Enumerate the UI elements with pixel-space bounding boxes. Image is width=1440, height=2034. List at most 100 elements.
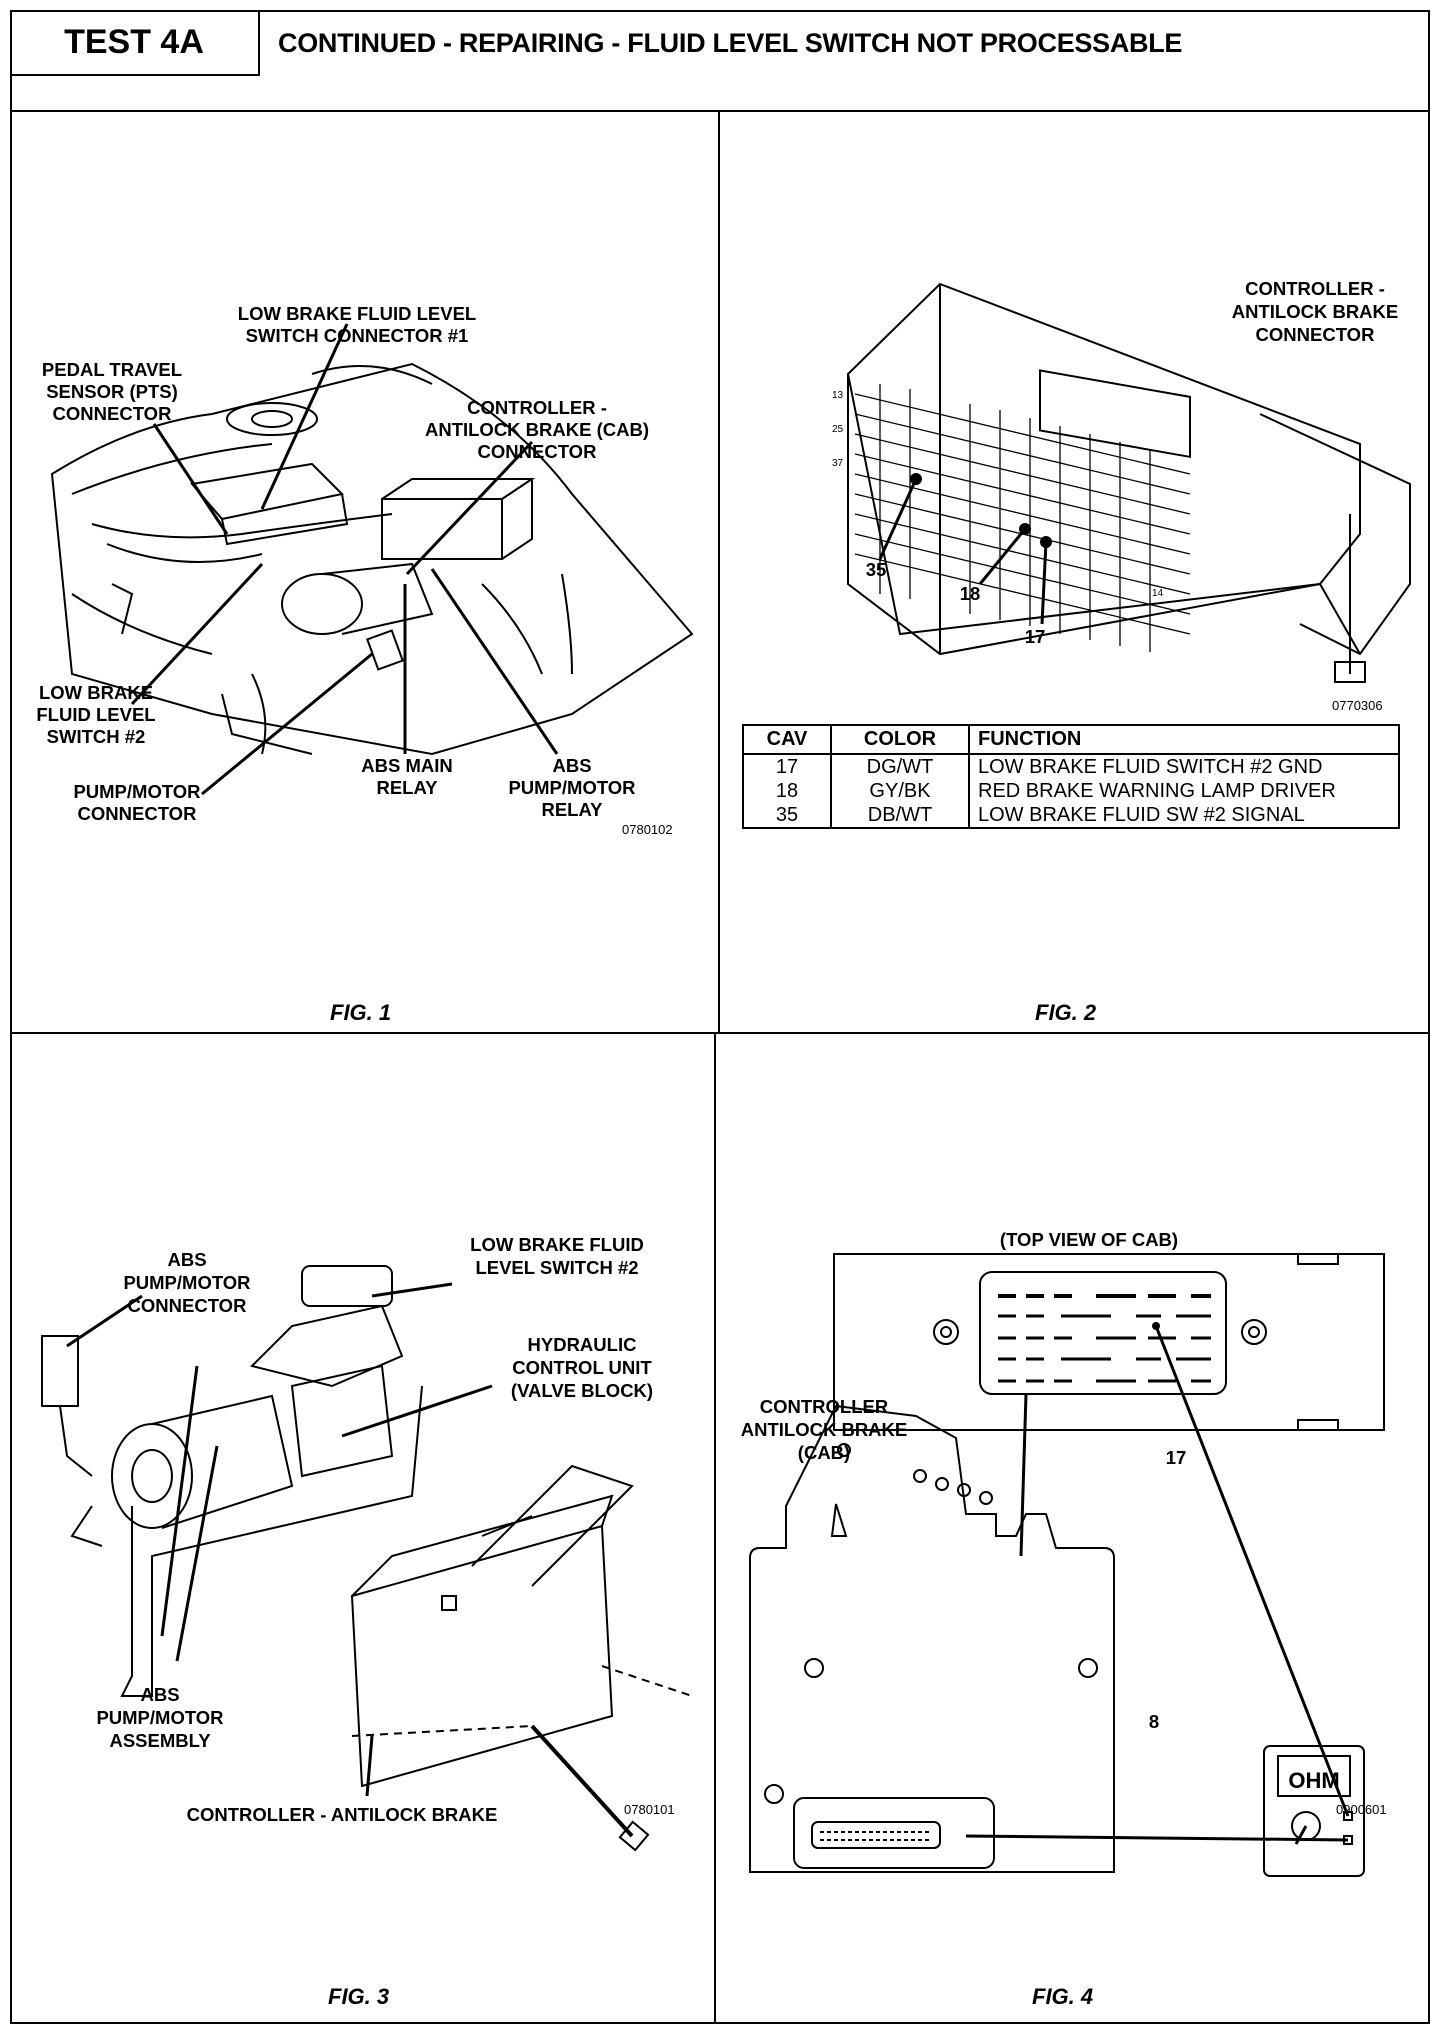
cavity-grid	[854, 384, 1191, 652]
figure-3-code: 0780101	[624, 1802, 675, 1817]
label-low-brake-switch-connector-1-line1: LOW BRAKE FLUID LEVEL	[238, 303, 476, 324]
label-low-brake-switch-connector-1-line2: SWITCH CONNECTOR #1	[246, 325, 469, 346]
label-pts-line2: SENSOR (PTS)	[46, 381, 178, 402]
figure-1-caption: FIG. 1	[330, 1000, 392, 1025]
pin-label-8: 8	[1149, 1711, 1159, 1732]
label-pts-line1: PEDAL TRAVEL	[42, 359, 182, 380]
fig3-hcu-line3: (VALVE BLOCK)	[511, 1380, 653, 1401]
figure-1-panel: LOW BRAKE FLUID LEVEL SWITCH CONNECTOR #…	[12, 114, 718, 1032]
engine-bay-illustration	[50, 362, 694, 756]
fig4-controller-line3: (CAB)	[798, 1442, 850, 1463]
fig3-pump-motor-connector-line2: PUMP/MOTOR	[123, 1272, 250, 1293]
top-view-label: (TOP VIEW OF CAB)	[1000, 1229, 1178, 1250]
fig4-controller-line2: ANTILOCK BRAKE	[741, 1419, 908, 1440]
figure-4-panel: OHM (TOP VIEW OF CAB) CONTROLLER ANTILOC…	[716, 1036, 1428, 2022]
label-abs-pump-motor-relay-line1: ABS	[552, 755, 591, 776]
pin-leader-lines	[878, 478, 1048, 625]
label-pts-line3: CONNECTOR	[53, 403, 172, 424]
label-abs-pump-motor-relay-line2: PUMP/MOTOR	[508, 777, 635, 798]
column-header-color: COLOR	[830, 725, 969, 755]
figure-3-caption: FIG. 3	[328, 1984, 390, 2009]
side-number-13: 13	[832, 390, 844, 401]
label-abs-pump-motor-relay-line3: RELAY	[541, 799, 603, 820]
test-leads	[965, 1325, 1350, 1842]
cell-cav: 18	[775, 780, 799, 802]
cell-function: RED BRAKE WARNING LAMP DRIVER	[968, 779, 1399, 803]
grid-divider-horizontal	[10, 1032, 1430, 1034]
fig2-title-line3: CONNECTOR	[1256, 324, 1375, 345]
cavity-table-header: CAV COLOR FUNCTION	[743, 725, 1399, 755]
pin-label-18: 18	[960, 583, 981, 604]
figure-3-panel: ABS PUMP/MOTOR CONNECTOR LOW BRAKE FLUID…	[12, 1036, 714, 2022]
figure-2-panel: CONTROLLER - ANTILOCK BRAKE CONNECTOR 35…	[720, 114, 1428, 1032]
hcu-assembly-illustration	[41, 1265, 693, 1852]
edge-number-14: 14	[1152, 588, 1164, 599]
fig3-low-brake-switch-line1: LOW BRAKE FLUID	[470, 1234, 644, 1255]
figure-4-caption: FIG. 4	[1032, 1984, 1094, 2009]
fig3-pump-motor-assembly-line3: ASSEMBLY	[109, 1730, 211, 1751]
cell-color: DG/WT	[830, 754, 969, 779]
label-cab-connector-line1: CONTROLLER -	[467, 397, 607, 418]
cell-color: GY/BK	[830, 779, 969, 803]
fig3-low-brake-switch-line2: LEVEL SWITCH #2	[475, 1257, 638, 1278]
cab-side-view	[749, 1404, 1115, 1873]
fig3-pump-motor-assembly-line2: PUMP/MOTOR	[96, 1707, 223, 1728]
fig3-controller-label: CONTROLLER - ANTILOCK BRAKE	[187, 1804, 498, 1825]
side-number-25: 25	[832, 424, 844, 435]
pin-label-17: 17	[1166, 1447, 1187, 1468]
fig2-title-line2: ANTILOCK BRAKE	[1232, 301, 1399, 322]
leader-lines	[130, 323, 559, 796]
label-abs-main-relay-line1: ABS MAIN	[361, 755, 452, 776]
header: TEST 4A CONTINUED - REPAIRING - FLUID LE…	[10, 10, 1430, 112]
figure-3-drawing: ABS PUMP/MOTOR CONNECTOR LOW BRAKE FLUID…	[41, 1234, 693, 1852]
figure-3-labels: ABS PUMP/MOTOR CONNECTOR LOW BRAKE FLUID…	[96, 1234, 653, 1825]
cavity-table: CAV COLOR FUNCTION 17 DG/WT LOW BRAKE FL…	[742, 724, 1400, 829]
fig3-leader-lines	[66, 1282, 493, 1797]
column-header-function: FUNCTION	[968, 725, 1399, 755]
fig3-pump-motor-assembly-line1: ABS	[140, 1684, 179, 1705]
figure-4-code: 0900601	[1336, 1802, 1387, 1817]
test-label: TEST 4A	[10, 10, 260, 76]
side-number-37: 37	[832, 458, 844, 469]
fig3-hcu-line2: CONTROL UNIT	[512, 1357, 652, 1378]
cell-function: LOW BRAKE FLUID SWITCH #2 GND	[968, 754, 1399, 779]
cell-cav: 35	[775, 804, 799, 826]
grid-divider-vertical-top	[718, 112, 720, 1032]
cell-color: DB/WT	[830, 803, 969, 828]
grid-divider-vertical-bottom	[714, 1034, 716, 2024]
page-frame	[10, 10, 1430, 2024]
page-title: CONTINUED - REPAIRING - FLUID LEVEL SWIT…	[278, 28, 1183, 58]
fig3-pump-motor-connector-line3: CONNECTOR	[128, 1295, 247, 1316]
cell-cav: 17	[775, 756, 799, 778]
figure-4-labels: (TOP VIEW OF CAB) CONTROLLER ANTILOCK BR…	[741, 1229, 1187, 1732]
figure-2-drawing: CONTROLLER - ANTILOCK BRAKE CONNECTOR 35…	[832, 278, 1411, 713]
cab-top-view	[833, 1253, 1385, 1431]
pin-label-17: 17	[1025, 626, 1046, 647]
figure-1-labels: LOW BRAKE FLUID LEVEL SWITCH CONNECTOR #…	[36, 303, 649, 824]
table-row: 35 DB/WT LOW BRAKE FLUID SW #2 SIGNAL	[743, 803, 1399, 828]
table-row: 18 GY/BK RED BRAKE WARNING LAMP DRIVER	[743, 779, 1399, 803]
cell-function: LOW BRAKE FLUID SW #2 SIGNAL	[968, 803, 1399, 828]
fig4-controller-line1: CONTROLLER	[760, 1396, 888, 1417]
fig3-pump-motor-connector-line1: ABS	[167, 1249, 206, 1270]
column-header-cav: CAV	[743, 725, 831, 755]
fig3-hcu-line1: HYDRAULIC	[528, 1334, 637, 1355]
label-low-brake-switch-2-line1: LOW BRAKE	[39, 682, 153, 703]
label-pump-motor-connector-line1: PUMP/MOTOR	[73, 781, 200, 802]
figure-2-caption: FIG. 2	[1035, 1000, 1097, 1025]
figure-1-code: 0780102	[622, 822, 673, 837]
figure-4-drawing: OHM (TOP VIEW OF CAB) CONTROLLER ANTILOC…	[741, 1229, 1387, 1877]
label-low-brake-switch-2-line3: SWITCH #2	[47, 726, 146, 747]
figure-2-labels: CONTROLLER - ANTILOCK BRAKE CONNECTOR 35…	[866, 278, 1399, 647]
figure-1-drawing: LOW BRAKE FLUID LEVEL SWITCH CONNECTOR #…	[36, 303, 694, 837]
label-pump-motor-connector-line2: CONNECTOR	[78, 803, 197, 824]
label-cab-connector-line2: ANTILOCK BRAKE (CAB)	[425, 419, 649, 440]
label-abs-main-relay-line2: RELAY	[376, 777, 438, 798]
fig2-title-line1: CONTROLLER -	[1245, 278, 1385, 299]
table-row: 17 DG/WT LOW BRAKE FLUID SWITCH #2 GND	[743, 754, 1399, 779]
figure-2-code: 0770306	[1332, 698, 1383, 713]
label-low-brake-switch-2-line2: FLUID LEVEL	[36, 704, 155, 725]
pin-label-35: 35	[866, 559, 887, 580]
label-cab-connector-line3: CONNECTOR	[478, 441, 597, 462]
pin-17-probe-point	[1152, 1322, 1160, 1330]
